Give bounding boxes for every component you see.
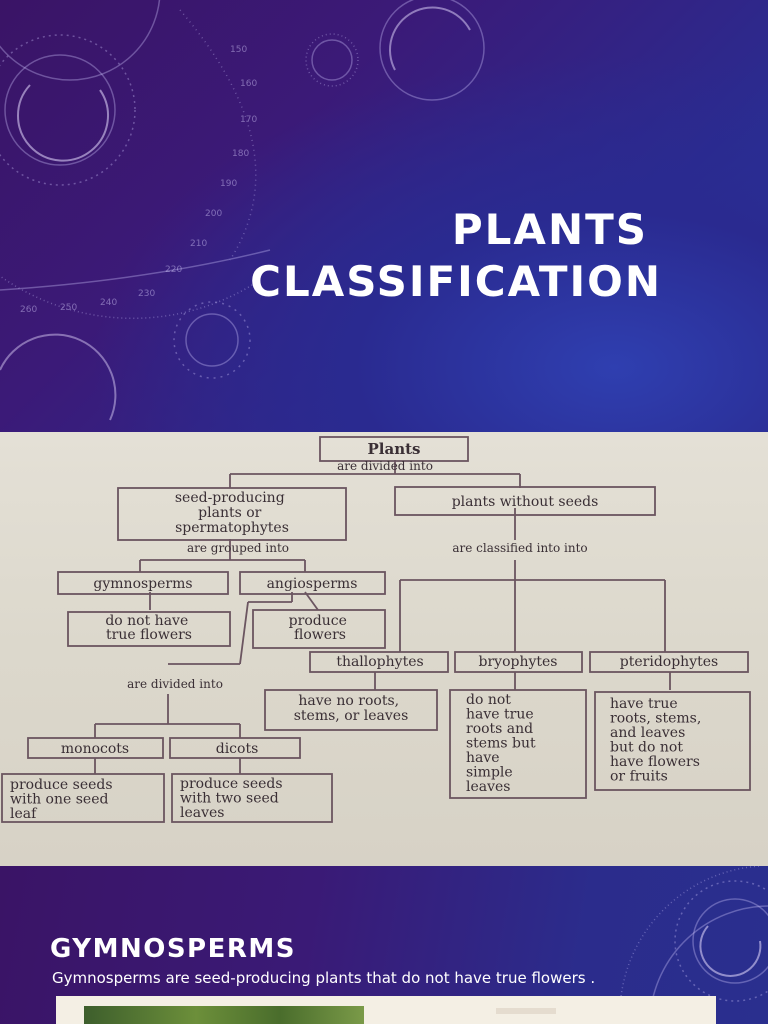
gymnosperms-slide: GYMNOSPERMS Gymnosperms are seed-produci… xyxy=(0,866,768,1024)
desc-dicots: produce seeds with two seed leaves xyxy=(180,776,287,821)
svg-text:260: 260 xyxy=(20,305,37,315)
desc-gymnosperms: do not have true flowers xyxy=(105,613,192,643)
edge-label-divided: are divided into xyxy=(337,459,433,473)
svg-text:170: 170 xyxy=(240,115,257,125)
node-gymnosperms: gymnosperms xyxy=(93,576,192,592)
svg-text:250: 250 xyxy=(60,303,77,313)
desc-monocots: produce seeds with one seed leaf xyxy=(10,777,117,822)
svg-text:240: 240 xyxy=(100,298,117,308)
gymnosperm-image xyxy=(56,996,716,1024)
svg-text:190: 190 xyxy=(220,179,237,189)
edge-label-grouped: are grouped into xyxy=(187,541,289,555)
section-text: Gymnosperms are seed-producing plants th… xyxy=(52,969,596,987)
title-line-1: PLANTS xyxy=(451,205,648,254)
node-plants: Plants xyxy=(368,440,421,458)
svg-text:210: 210 xyxy=(190,239,207,249)
node-angiosperms: angiosperms xyxy=(267,576,358,592)
desc-pteridophytes: have true roots, stems, and leaves but d… xyxy=(610,696,706,785)
sketch-image xyxy=(496,1008,556,1014)
slide-title: PLANTS CLASSIFICATION xyxy=(250,204,660,308)
desc-bryophytes: do not have true roots and stems but hav… xyxy=(466,692,540,795)
svg-text:160: 160 xyxy=(240,79,257,89)
desc-thallophytes: have no roots, stems, or leaves xyxy=(294,693,409,724)
node-thallophytes: thallophytes xyxy=(336,654,423,670)
classification-flowchart: Plants are divided into seed-producing p… xyxy=(1,436,751,823)
svg-text:220: 220 xyxy=(165,265,182,275)
node-pteridophytes: pteridophytes xyxy=(620,654,718,670)
decorative-dials: 260 250 240 230 220 210 200 190 180 170 160 15… xyxy=(0,0,485,421)
node-monocots: monocots xyxy=(61,741,129,757)
svg-text:200: 200 xyxy=(205,209,222,219)
node-dicots: dicots xyxy=(216,741,259,757)
svg-text:180: 180 xyxy=(232,149,249,159)
desc-angiosperms: produce flowers xyxy=(289,613,352,643)
leaf-photo xyxy=(84,1006,364,1024)
node-bryophytes: bryophytes xyxy=(479,654,558,670)
flowchart-photo: Plants are divided into seed-producing p… xyxy=(0,432,768,866)
title-line-2: CLASSIFICATION xyxy=(250,257,662,306)
edge-label-classified: are classified into into xyxy=(452,541,587,555)
title-slide: 260 250 240 230 220 210 200 190 180 170 160 15… xyxy=(0,0,768,432)
section-heading: GYMNOSPERMS xyxy=(50,934,296,964)
svg-text:230: 230 xyxy=(138,289,155,299)
node-plants-without-seeds: plants without seeds xyxy=(452,494,599,510)
node-seed-producing: seed-producing plants or spermatophytes xyxy=(175,490,289,536)
edge-label-angio-divided: are divided into xyxy=(127,677,223,691)
decorative-dials xyxy=(619,866,768,1024)
svg-text:150: 150 xyxy=(230,45,247,55)
